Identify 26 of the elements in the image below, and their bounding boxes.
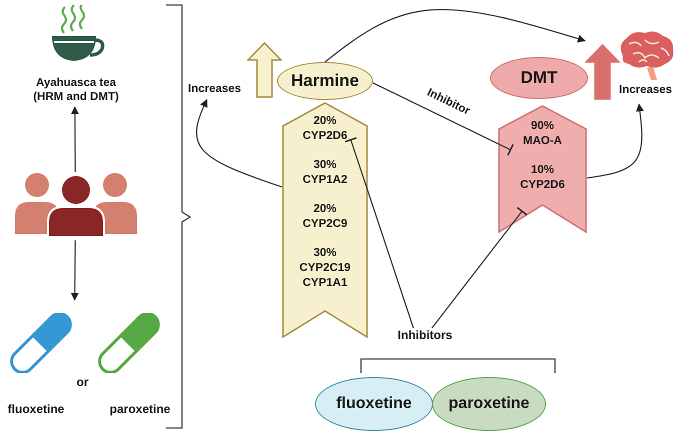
arrow [70, 106, 79, 172]
enzyme-label: 30% CYP1A2 [302, 158, 348, 188]
drug-name: fluoxetine [336, 395, 412, 413]
arrow [70, 240, 79, 301]
inhibition-line [431, 206, 528, 328]
drug-name: Harmine [290, 71, 360, 91]
arrow [586, 103, 644, 179]
enzyme-label: 20% CYP2C9 [302, 202, 348, 232]
arrow [196, 98, 282, 188]
drug-label: paroxetine [108, 402, 172, 416]
conjunction-label: or [76, 375, 90, 390]
effect-label: Increases [619, 84, 672, 98]
enzyme-label: 20% CYP2D6 [302, 114, 348, 144]
arrow [324, 8, 586, 62]
effect-label: Increases [188, 83, 242, 97]
drink-label: Ayahuasca tea (HRM and DMT) [32, 77, 120, 105]
enzyme-label: 30% CYP2C19 CYP1A1 [299, 246, 351, 290]
inhibition-line [344, 137, 414, 328]
inhibition-line [372, 82, 514, 156]
drug-ellipse [490, 57, 588, 99]
enzyme-label: 90% MAO-A [523, 119, 562, 149]
enzyme-label: 10% CYP2D6 [520, 162, 565, 193]
drug-label: fluoxetine [6, 402, 66, 416]
inhibitors-label: Inhibitors [396, 328, 454, 342]
drug-name: DMT [520, 68, 558, 88]
drug-name: paroxetine [448, 395, 530, 413]
